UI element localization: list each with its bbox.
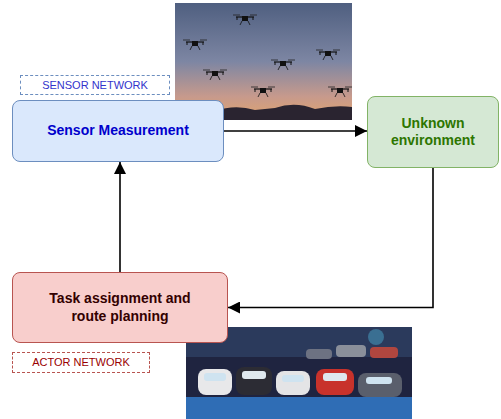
flow-arrow	[224, 130, 367, 132]
flow-arrow	[119, 162, 121, 272]
flow-arrow	[228, 168, 433, 308]
process-box: Sensor Measurement	[12, 100, 224, 162]
network-label: ACTOR NETWORK	[32, 357, 130, 368]
node-label: Unknown environment	[377, 115, 489, 150]
group-label: ACTOR NETWORK	[12, 352, 150, 373]
group-label: SENSOR NETWORK	[20, 75, 170, 95]
process-box: Unknown environment	[367, 96, 499, 168]
process-box: Task assignment and route planning	[12, 272, 228, 343]
network-label: SENSOR NETWORK	[42, 80, 148, 91]
node-label: Sensor Measurement	[47, 122, 189, 140]
node-label: Task assignment and route planning	[35, 290, 205, 325]
